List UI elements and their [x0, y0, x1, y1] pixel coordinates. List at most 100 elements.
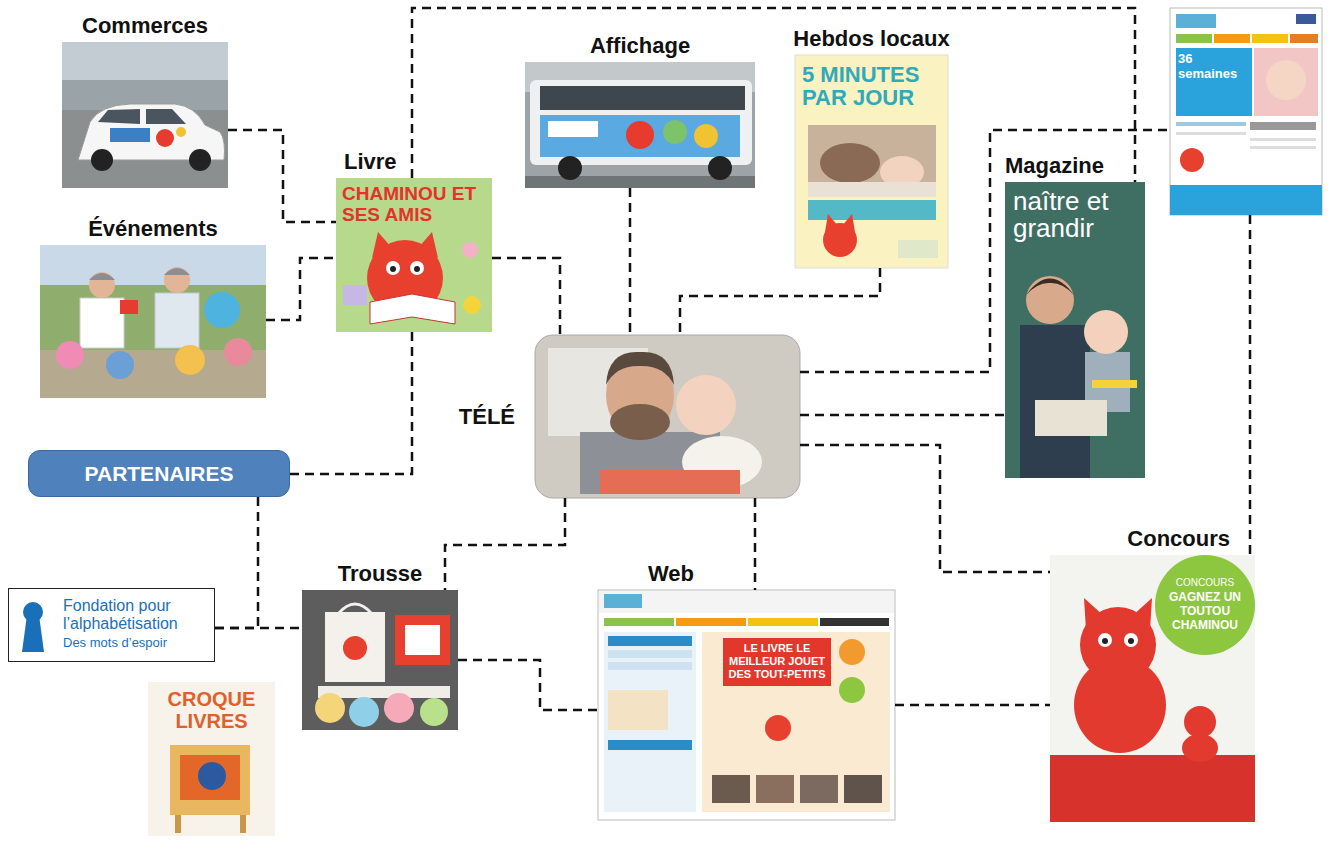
dashed-connector — [800, 130, 1170, 372]
book-cover-part — [414, 266, 420, 272]
bus-photo-part — [694, 124, 718, 148]
dashed-connector — [680, 268, 880, 335]
web-page-part — [608, 636, 692, 646]
web-page-part — [820, 618, 889, 626]
store-photo-part — [189, 149, 211, 171]
book-box-poster-part — [180, 755, 240, 800]
website-screenshot-part — [1250, 138, 1316, 141]
tv-still-part — [610, 404, 670, 440]
node-heading: Livre — [344, 149, 397, 174]
event-photo — [40, 245, 266, 398]
web-page-part — [604, 632, 696, 812]
dashed-connector — [445, 498, 565, 590]
node-heading: Web — [648, 561, 694, 586]
weekly-ad-node: Hebdos locaux5 MINUTES PAR JOUR — [795, 55, 948, 268]
event-photo-part — [89, 273, 115, 280]
node-text: naître et grandir — [1013, 188, 1137, 243]
contest-poster-part — [1102, 638, 1108, 644]
website-screenshot-part — [1290, 34, 1318, 43]
event-photo-part — [40, 245, 266, 398]
web-page-part — [765, 715, 791, 741]
book-cover-part — [462, 242, 478, 258]
node-text: LE LIVRE LE MEILLEUR JOUET DES TOUT-PETI… — [723, 638, 831, 686]
store-photo-part — [110, 128, 150, 142]
web-page-part — [598, 590, 895, 820]
node-text: Fondation pour l’alphabétisation — [63, 597, 208, 632]
kit-photo-part — [325, 612, 385, 682]
kit-photo-part — [349, 697, 379, 727]
website-screenshot-part — [1250, 146, 1316, 149]
event-photo-part — [224, 338, 252, 366]
contest-poster-part — [1132, 598, 1152, 630]
foundation-logo: Fondation pour l’alphabétisationDes mots… — [8, 588, 215, 662]
website-screenshot-part — [1176, 34, 1212, 43]
web-page-part — [599, 591, 894, 613]
web-page-part — [676, 618, 746, 626]
kit-photo-part — [405, 625, 440, 655]
node-text: CHAMINOU ET SES AMIS — [342, 184, 486, 226]
event-photo-part — [56, 341, 84, 369]
node-heading: Hebdos locaux — [793, 26, 949, 51]
dashed-connector — [266, 258, 336, 320]
book-box-poster-part — [240, 815, 246, 833]
contest-poster-part — [1124, 633, 1138, 647]
book-cover-part — [463, 296, 481, 314]
node-heading: Magazine — [1005, 153, 1104, 178]
web-page-part — [604, 618, 674, 626]
weekly-ad-part — [808, 125, 936, 197]
weekly-ad-part — [898, 240, 938, 258]
dashed-connector — [215, 497, 258, 628]
web-page-part — [702, 632, 890, 812]
node-text: CROQUE LIVRES — [158, 688, 265, 732]
book-cover-part — [410, 261, 424, 275]
book-box-poster-part — [175, 815, 181, 833]
weekly-ad — [795, 55, 948, 268]
kit-photo — [302, 590, 458, 730]
website-screenshot-part — [1266, 60, 1306, 100]
weekly-ad-part — [808, 200, 936, 220]
website-node: 36 semaines — [1170, 8, 1322, 215]
magazine-node: Magazinenaître et grandir — [1005, 182, 1145, 478]
tv-node: TÉLÉ — [535, 335, 800, 498]
web-page-part — [844, 775, 882, 803]
store-photo — [62, 42, 228, 188]
dashed-connector — [458, 660, 598, 710]
book-box-poster-part — [170, 745, 250, 815]
dashed-connector — [800, 414, 1005, 417]
website-screenshot — [1170, 8, 1322, 215]
bus-photo-part — [548, 121, 598, 137]
event-photo-part — [80, 298, 124, 348]
node-text: GAGNEZ UN TOUTOU CHAMINOU — [1165, 591, 1245, 632]
website-screenshot-part — [1176, 132, 1246, 135]
store-photo-part — [156, 129, 174, 147]
website-screenshot-part — [1180, 148, 1204, 172]
web-page-part — [712, 775, 750, 803]
book-cover-part — [418, 232, 438, 258]
contest-node: ConcoursCONCOURSGAGNEZ UN TOUTOU CHAMINO… — [1050, 555, 1255, 822]
bus-photo-part — [708, 156, 732, 180]
website-screenshot-part — [1170, 8, 1322, 215]
web-page-node: WebLE LIVRE LE MEILLEUR JOUET DES TOUT-P… — [598, 590, 895, 820]
tv-still-part — [600, 470, 740, 494]
web-page-part — [608, 650, 692, 658]
book-node: LivreCHAMINOU ET SES AMIS — [336, 178, 492, 332]
node-text: 5 MINUTES PAR JOUR — [802, 63, 942, 109]
weekly-ad-part — [808, 182, 936, 197]
node-text: 36 semaines — [1178, 52, 1248, 82]
node-text: CONCOURS — [1165, 577, 1245, 588]
kit-node: Trousse — [302, 590, 458, 730]
event-photo-part — [164, 267, 190, 293]
dashed-connector — [412, 8, 1135, 182]
node-heading: Affichage — [590, 33, 690, 58]
website-screenshot-part — [1250, 122, 1316, 130]
event-photo-part — [106, 351, 134, 379]
kit-photo-part — [315, 693, 345, 723]
website-screenshot-part — [1176, 48, 1252, 116]
contest-poster-part — [1098, 633, 1112, 647]
book-cover-part — [386, 261, 400, 275]
contest-poster — [1050, 555, 1255, 822]
kit-photo-part — [302, 590, 458, 730]
bus-photo-part — [525, 62, 755, 188]
bus-photo — [525, 62, 755, 188]
node-heading: Commerces — [82, 13, 208, 38]
